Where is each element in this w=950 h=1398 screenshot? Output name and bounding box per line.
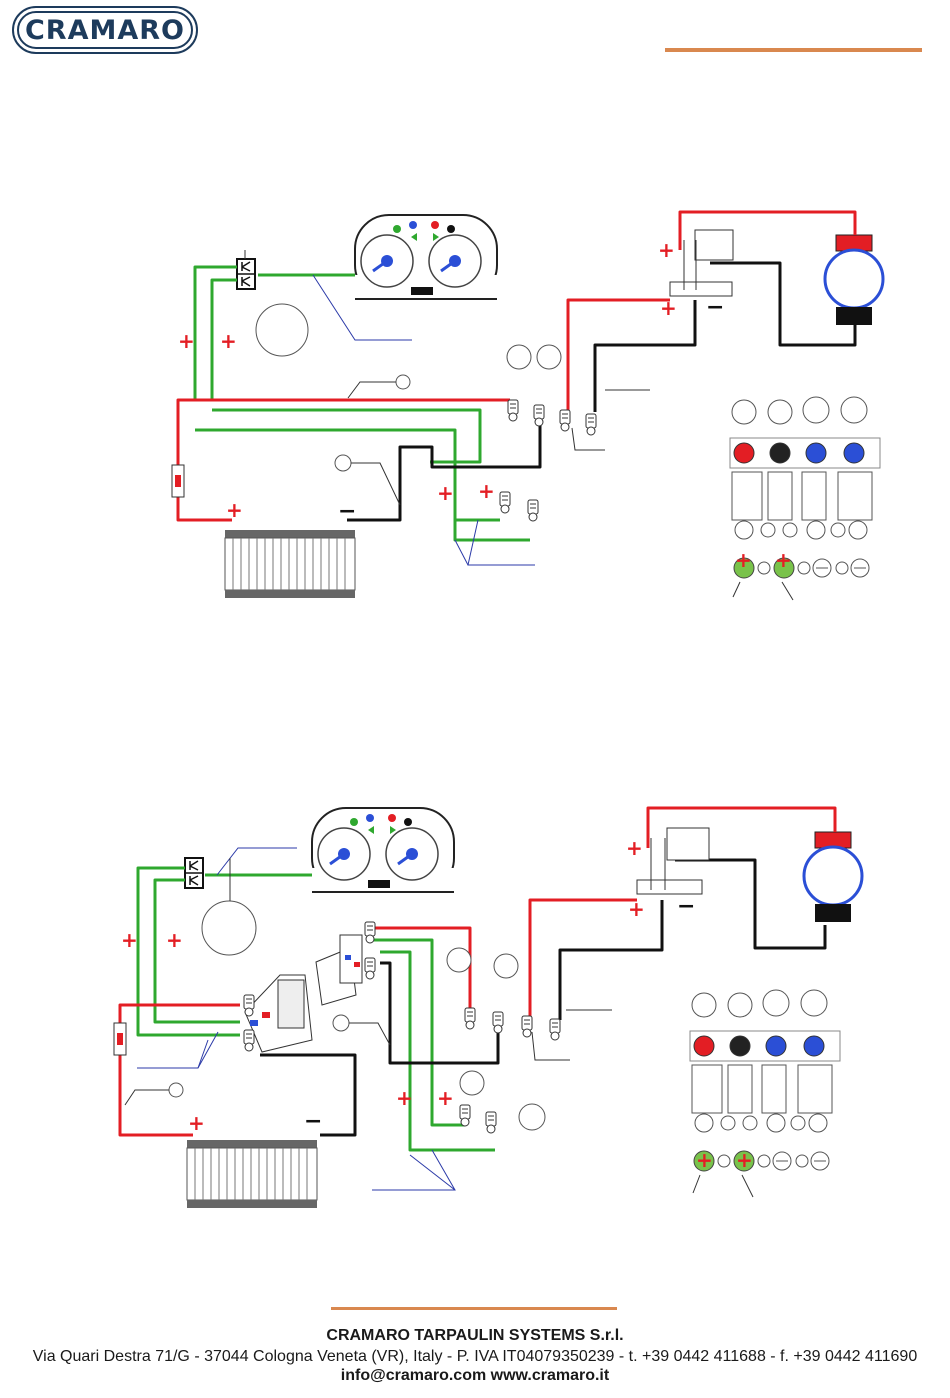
terminal-bolt xyxy=(493,1012,503,1033)
terminal-bolt xyxy=(586,414,596,435)
terminal-bolt xyxy=(528,500,538,521)
positive-marker: + xyxy=(626,836,643,860)
diagram-2: + + + + + + + + + − − xyxy=(114,808,862,1208)
relay-callout-circle xyxy=(256,304,308,356)
relay-callout-circle xyxy=(202,901,256,955)
negative-marker: − xyxy=(338,499,356,524)
terminal-bolt xyxy=(465,1008,475,1029)
positive-marker: + xyxy=(735,548,752,572)
terminal-bolt xyxy=(522,1016,532,1037)
terminal-bolt xyxy=(486,1112,496,1133)
terminal-bolt xyxy=(534,405,544,426)
terminal-bolt xyxy=(365,958,375,979)
positive-marker: + xyxy=(658,238,675,262)
positive-marker: + xyxy=(696,1148,713,1172)
battery xyxy=(187,1140,317,1208)
switch-panel xyxy=(730,397,880,578)
terminal-bolt xyxy=(365,922,375,943)
footer-contact-links[interactable]: info@cramaro.com www.cramaro.it xyxy=(0,1367,950,1385)
positive-marker: + xyxy=(775,548,792,572)
relay-component xyxy=(185,858,203,888)
motor xyxy=(804,832,862,922)
terminal-bolt xyxy=(560,410,570,431)
terminal-bolt xyxy=(460,1105,470,1126)
positive-marker: + xyxy=(478,479,495,503)
terminal-bolt xyxy=(244,1030,254,1051)
terminal-bolt xyxy=(508,400,518,421)
relay-component xyxy=(237,259,255,289)
footer-accent-rule xyxy=(331,1307,617,1310)
motor xyxy=(825,235,883,325)
positive-marker: + xyxy=(178,329,195,353)
positive-marker: + xyxy=(121,928,138,952)
diagram-1: + + + + + + + + + − − xyxy=(172,212,883,600)
positive-marker: + xyxy=(437,481,454,505)
positive-marker: + xyxy=(736,1148,753,1172)
positive-marker: + xyxy=(166,928,183,952)
switch-panel xyxy=(690,990,840,1171)
positive-marker: + xyxy=(628,897,645,921)
control-unit xyxy=(245,935,362,1052)
positive-marker: + xyxy=(220,329,237,353)
positive-marker: + xyxy=(188,1111,205,1135)
positive-marker: + xyxy=(437,1086,454,1110)
terminal-bolt xyxy=(500,492,510,513)
battery xyxy=(225,530,355,598)
terminal-bolt xyxy=(244,995,254,1016)
footer-company-name: CRAMARO TARPAULIN SYSTEMS S.r.l. xyxy=(0,1327,950,1345)
negative-marker: − xyxy=(677,894,695,919)
negative-marker: − xyxy=(304,1109,322,1134)
dashboard-gauges xyxy=(355,215,497,299)
negative-marker: − xyxy=(706,295,724,320)
positive-marker: + xyxy=(226,498,243,522)
terminal-bolt xyxy=(550,1019,560,1040)
dashboard-gauges xyxy=(312,808,454,892)
positive-marker: + xyxy=(660,296,677,320)
positive-marker: + xyxy=(396,1086,413,1110)
footer-address: Via Quari Destra 71/G - 37044 Cologna Ve… xyxy=(0,1348,950,1366)
